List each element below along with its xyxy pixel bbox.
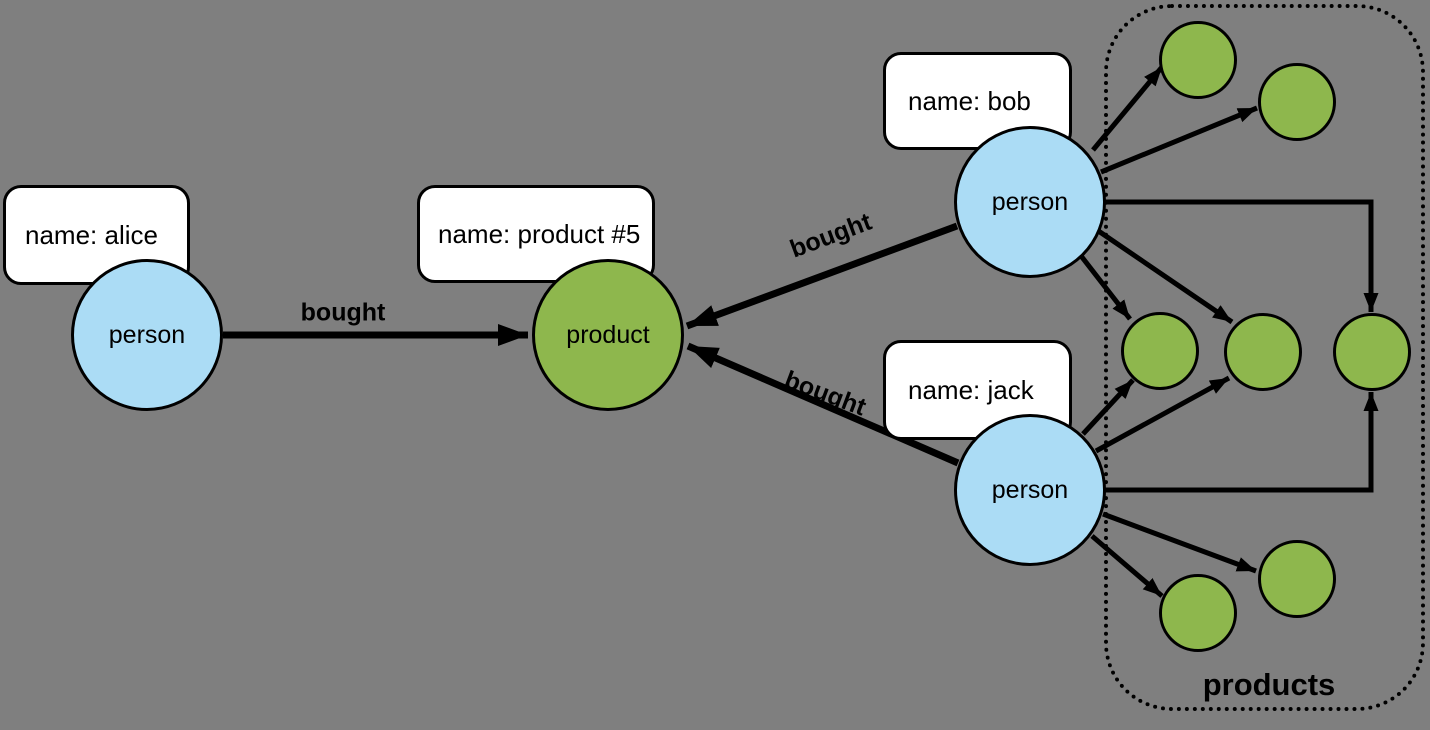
product-node <box>1258 63 1336 141</box>
node-person-alice: person <box>71 259 223 411</box>
product-node <box>1258 540 1336 618</box>
edge-jack-bought-product <box>686 342 960 467</box>
edge-bob-product-d <box>1095 227 1234 325</box>
edge-bob-product-e-elbow <box>1105 199 1379 312</box>
edge-jack-product-c <box>1081 378 1135 436</box>
edge-bob-product-b <box>1100 105 1258 175</box>
edge-jack-product-d <box>1094 375 1231 454</box>
node-person-bob-label: person <box>991 187 1069 216</box>
bob-property-label: name: bob <box>908 85 1031 116</box>
product5-property-label: name: product #5 <box>438 218 641 249</box>
edge-label-alice-bought: bought <box>300 298 386 327</box>
node-person-bob: person <box>954 126 1106 278</box>
edge-jack-product-g <box>1102 511 1257 574</box>
node-person-jack-label: person <box>991 475 1069 504</box>
edge-bob-product-c <box>1076 250 1132 321</box>
product-node <box>1159 21 1237 99</box>
node-person-alice-label: person <box>108 320 186 349</box>
edge-jack-product-e-elbow <box>1105 392 1379 493</box>
products-group-container <box>1104 4 1425 711</box>
edge-jack-product-f <box>1090 534 1164 598</box>
product-node <box>1333 313 1411 391</box>
node-product-5: product <box>532 259 684 411</box>
product-node <box>1121 312 1199 390</box>
edge-bob-bought-product <box>685 222 959 330</box>
edge-bob-product-a <box>1091 65 1164 152</box>
bob-property-box: name: bob <box>883 52 1072 150</box>
node-person-jack: person <box>954 414 1106 566</box>
product-node <box>1159 574 1237 652</box>
product-node <box>1224 313 1302 391</box>
products-group-label: products <box>1202 667 1336 702</box>
node-product-5-label: product <box>566 320 650 349</box>
jack-property-label: name: jack <box>908 374 1034 405</box>
alice-property-label: name: alice <box>25 219 158 250</box>
